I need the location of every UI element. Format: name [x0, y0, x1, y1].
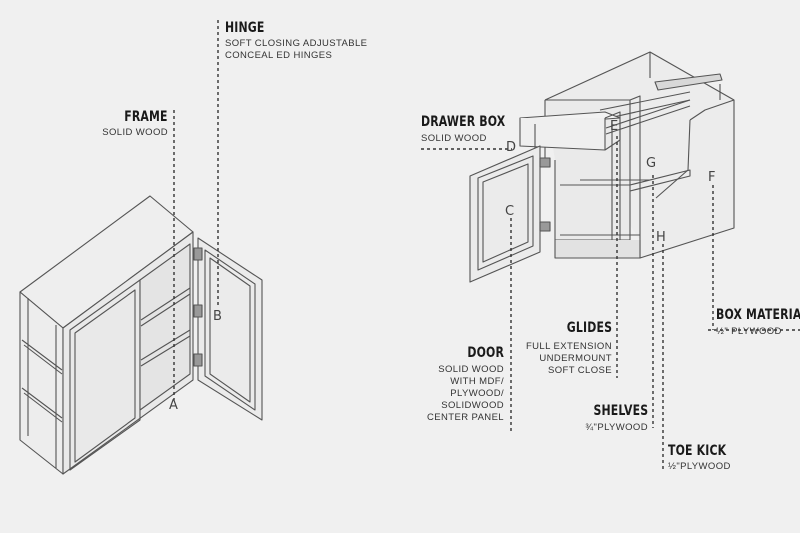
drawer-box-title: DRAWER BOX — [421, 114, 506, 130]
marker-a: A — [169, 398, 178, 413]
box-material-desc-line-1: ½" PLYWOOD — [716, 326, 782, 337]
frame-desc: SOLID WOOD — [102, 127, 168, 139]
marker-f: F — [708, 170, 716, 185]
glides-title: GLIDES — [566, 320, 612, 336]
hinge-desc-line-1: SOFT CLOSING ADJUSTABLE — [225, 38, 368, 49]
drawer-box-desc: SOLID WOOD — [421, 133, 487, 145]
shelves-desc-line-1: ¾"PLYWOOD — [585, 422, 648, 433]
box-material-desc: ½" PLYWOOD — [716, 326, 782, 338]
door-desc-line-2: WITH MDF/ — [450, 376, 504, 387]
toe-kick-desc-line-1: ½"PLYWOOD — [668, 461, 731, 472]
base-cabinet-illustration — [469, 51, 735, 283]
marker-g: G — [646, 156, 657, 171]
toe-kick-desc: ½"PLYWOOD — [668, 461, 731, 473]
leader-lines — [173, 20, 800, 472]
glides-desc-line-1: FULL EXTENSION — [525, 341, 612, 352]
glides-desc-line-3: SOFT CLOSE — [547, 365, 612, 376]
drawer-box-desc-line-1: SOLID WOOD — [421, 133, 487, 144]
hinge-desc: SOFT CLOSING ADJUSTABLE CONCEAL ED HINGE… — [225, 38, 367, 62]
door-desc: SOLID WOOD WITH MDF/ PLYWOOD/ SOLIDWOOD … — [427, 364, 504, 424]
shelves-desc: ¾"PLYWOOD — [585, 422, 648, 434]
toe-kick-title: TOE KICK — [668, 443, 727, 459]
marker-c: C — [505, 204, 515, 219]
hinge-title: HINGE — [225, 20, 265, 36]
door-desc-line-1: SOLID WOOD — [438, 364, 504, 375]
door-desc-line-4: SOLIDWOOD — [441, 400, 504, 411]
door-desc-line-5: CENTER PANEL — [427, 412, 504, 423]
glides-desc: FULL EXTENSION UNDERMOUNT SOFT CLOSE — [526, 341, 612, 377]
marker-b: B — [213, 309, 222, 324]
frame-title: FRAME — [124, 109, 168, 125]
glides-desc-line-2: UNDERMOUNT — [539, 353, 612, 364]
marker-e: E — [610, 119, 619, 134]
frame-desc-line-1: SOLID WOOD — [102, 127, 168, 138]
hinge-desc-line-2: CONCEAL ED HINGES — [225, 50, 333, 61]
wall-cabinet-illustration — [19, 195, 263, 475]
door-title: DOOR — [467, 345, 504, 361]
marker-h: H — [656, 230, 666, 245]
marker-d: D — [506, 140, 517, 155]
shelves-title: SHELVES — [593, 403, 648, 419]
door-desc-line-3: PLYWOOD/ — [450, 388, 504, 399]
box-material-title: BOX MATERIA — [716, 307, 800, 323]
